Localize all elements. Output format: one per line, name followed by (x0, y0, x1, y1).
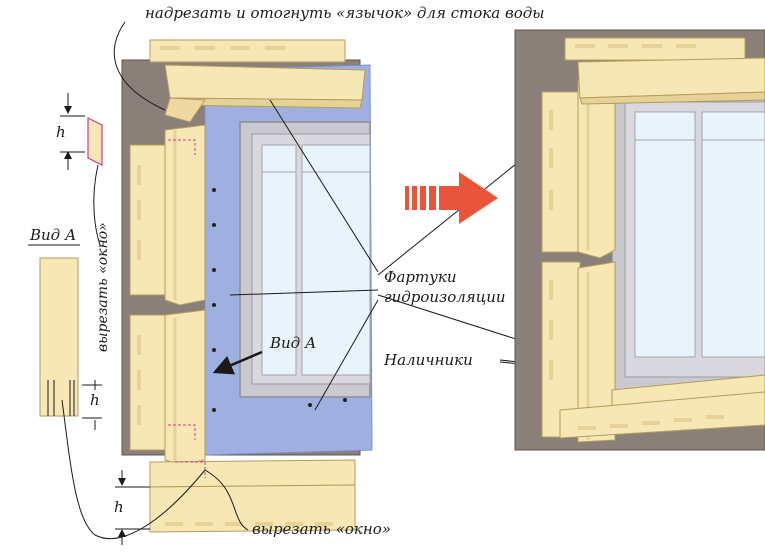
flashing-label-line1: Фартуки (384, 268, 457, 286)
cut-window-vertical-label: вырезать «окно» (95, 222, 111, 352)
left-top-flashing (149, 39, 366, 123)
trims-label: Наличники (384, 351, 473, 369)
nail-dots (212, 188, 347, 412)
left-bottom-profile (149, 459, 356, 533)
dim-h-view-a: h (90, 391, 100, 409)
right-scene (514, 29, 765, 451)
transition-arrow (405, 172, 498, 224)
view-a-arrow (212, 350, 263, 375)
view-a-arrow-label: Вид А (270, 334, 317, 352)
dimension-lines (60, 93, 150, 545)
left-window (239, 121, 371, 398)
dim-h-bottom: h (114, 498, 124, 516)
left-vertical-trim (164, 124, 206, 466)
top-instruction-label: надрезать и отогнуть «язычок» для стока … (145, 4, 545, 22)
cut-flap (87, 117, 103, 166)
view-a-section (28, 244, 80, 417)
view-a-title: Вид А (30, 226, 77, 244)
right-vertical-siding (541, 91, 581, 438)
left-vertical-siding (129, 144, 169, 451)
right-bottom-trim (559, 374, 765, 439)
right-vertical-trim (577, 77, 616, 443)
cut-window-bottom-label: вырезать «окно» (252, 520, 391, 538)
right-top-flashing (564, 37, 765, 105)
dim-h-top: h (56, 123, 66, 141)
right-window (611, 89, 765, 391)
left-scene (87, 39, 373, 533)
flashing-label-line2: гидроизоляции (384, 288, 506, 306)
